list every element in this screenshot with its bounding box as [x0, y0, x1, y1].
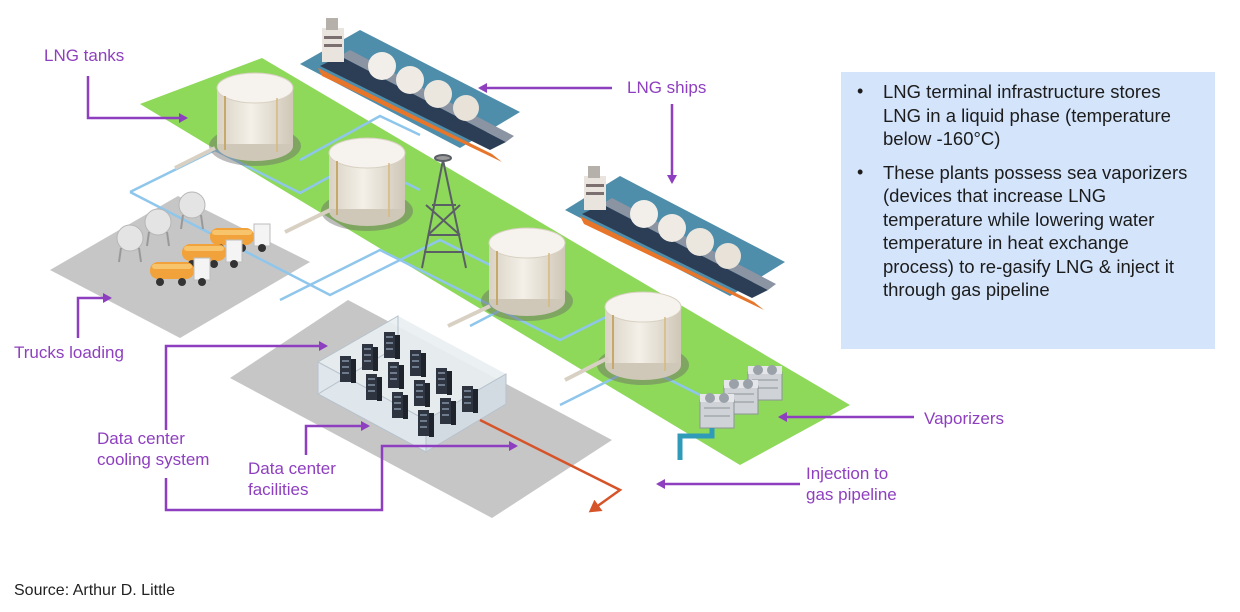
- server-rack-icon: [440, 398, 456, 425]
- vaporizer-unit-icon: [699, 392, 735, 429]
- server-rack-icon: [414, 380, 430, 407]
- lng-tank-icon: [208, 72, 302, 167]
- label-injection-line1: Injection to: [806, 464, 889, 483]
- injection-pipe: [479, 418, 715, 513]
- lng-tank-icon: [320, 137, 414, 232]
- label-dc-cooling-line1: Data center: [97, 429, 185, 448]
- truck-icon: [149, 257, 211, 287]
- label-vaporizers: Vaporizers: [924, 409, 1004, 428]
- server-rack-icon: [462, 386, 478, 413]
- server-rack-icon: [392, 392, 408, 419]
- lng-tank-icon: [596, 291, 690, 386]
- lng-tank-icon: [480, 227, 574, 322]
- label-injection: Injection to gas pipeline: [806, 463, 897, 505]
- loading-arms: [174, 146, 609, 382]
- server-rack-icon: [366, 374, 382, 401]
- label-lng-ships: LNG ships: [627, 78, 707, 97]
- source-note: Source: Arthur D. Little: [14, 582, 175, 599]
- server-rack-icon: [418, 410, 434, 437]
- label-injection-line2: gas pipeline: [806, 485, 897, 504]
- label-dc-cooling-line2: cooling system: [97, 450, 210, 469]
- info-bullets: LNG terminal infrastructure stores LNG i…: [851, 80, 1197, 302]
- label-dc-facilities: Data center facilities: [248, 458, 336, 500]
- data-center-building: [317, 315, 507, 453]
- label-dc-facilities-line1: Data center: [248, 459, 336, 478]
- label-dc-cooling: Data center cooling system: [97, 428, 209, 470]
- server-rack-icon: [362, 344, 378, 371]
- label-lng-tanks: LNG tanks: [44, 46, 125, 65]
- server-rack-icon: [384, 332, 400, 359]
- server-rack-icon: [340, 356, 356, 383]
- server-rack-icon: [436, 368, 452, 395]
- server-rack-icon: [410, 350, 426, 377]
- info-bullet-2: These plants possess sea vaporizers (dev…: [851, 161, 1197, 302]
- gas-flare-tower-icon: [421, 154, 467, 269]
- info-box: LNG terminal infrastructure stores LNG i…: [841, 72, 1215, 349]
- label-trucks-loading: Trucks loading: [14, 343, 124, 362]
- callout-lines: [76, 76, 914, 512]
- server-rack-icon: [388, 362, 404, 389]
- info-bullet-1: LNG terminal infrastructure stores LNG i…: [851, 80, 1197, 151]
- label-dc-facilities-line2: facilities: [248, 480, 309, 499]
